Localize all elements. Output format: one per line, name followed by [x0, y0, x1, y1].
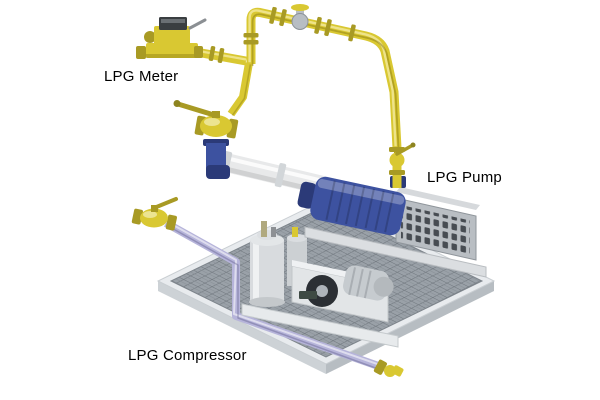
- label-lpg-meter: LPG Meter: [104, 68, 179, 85]
- vented-enclosure: [395, 187, 480, 261]
- yellow-piping: [131, 4, 416, 231]
- pump-inlet-valve: [389, 142, 416, 175]
- lpg-compressor-assembly: [241, 221, 399, 348]
- pump-body: [297, 176, 406, 236]
- ball-valve: [173, 100, 239, 139]
- compressor-motor: [343, 265, 394, 301]
- pump-baseplate: [304, 226, 487, 278]
- lpg-meter: [136, 17, 207, 59]
- suction-pipe: [164, 219, 404, 377]
- lpg-pump-assembly: [203, 139, 487, 278]
- inlet-valve: [131, 197, 178, 231]
- pipe-flanges: [208, 6, 356, 64]
- label-lpg-compressor: LPG Compressor: [128, 347, 247, 364]
- inline-valve: [291, 4, 309, 30]
- compressor-tank: [249, 221, 285, 307]
- label-lpg-pump: LPG Pump: [427, 169, 502, 186]
- brand-plate: [299, 291, 317, 299]
- pump-inlet-riser: [203, 139, 230, 179]
- pipe-end-fitting: [373, 359, 404, 377]
